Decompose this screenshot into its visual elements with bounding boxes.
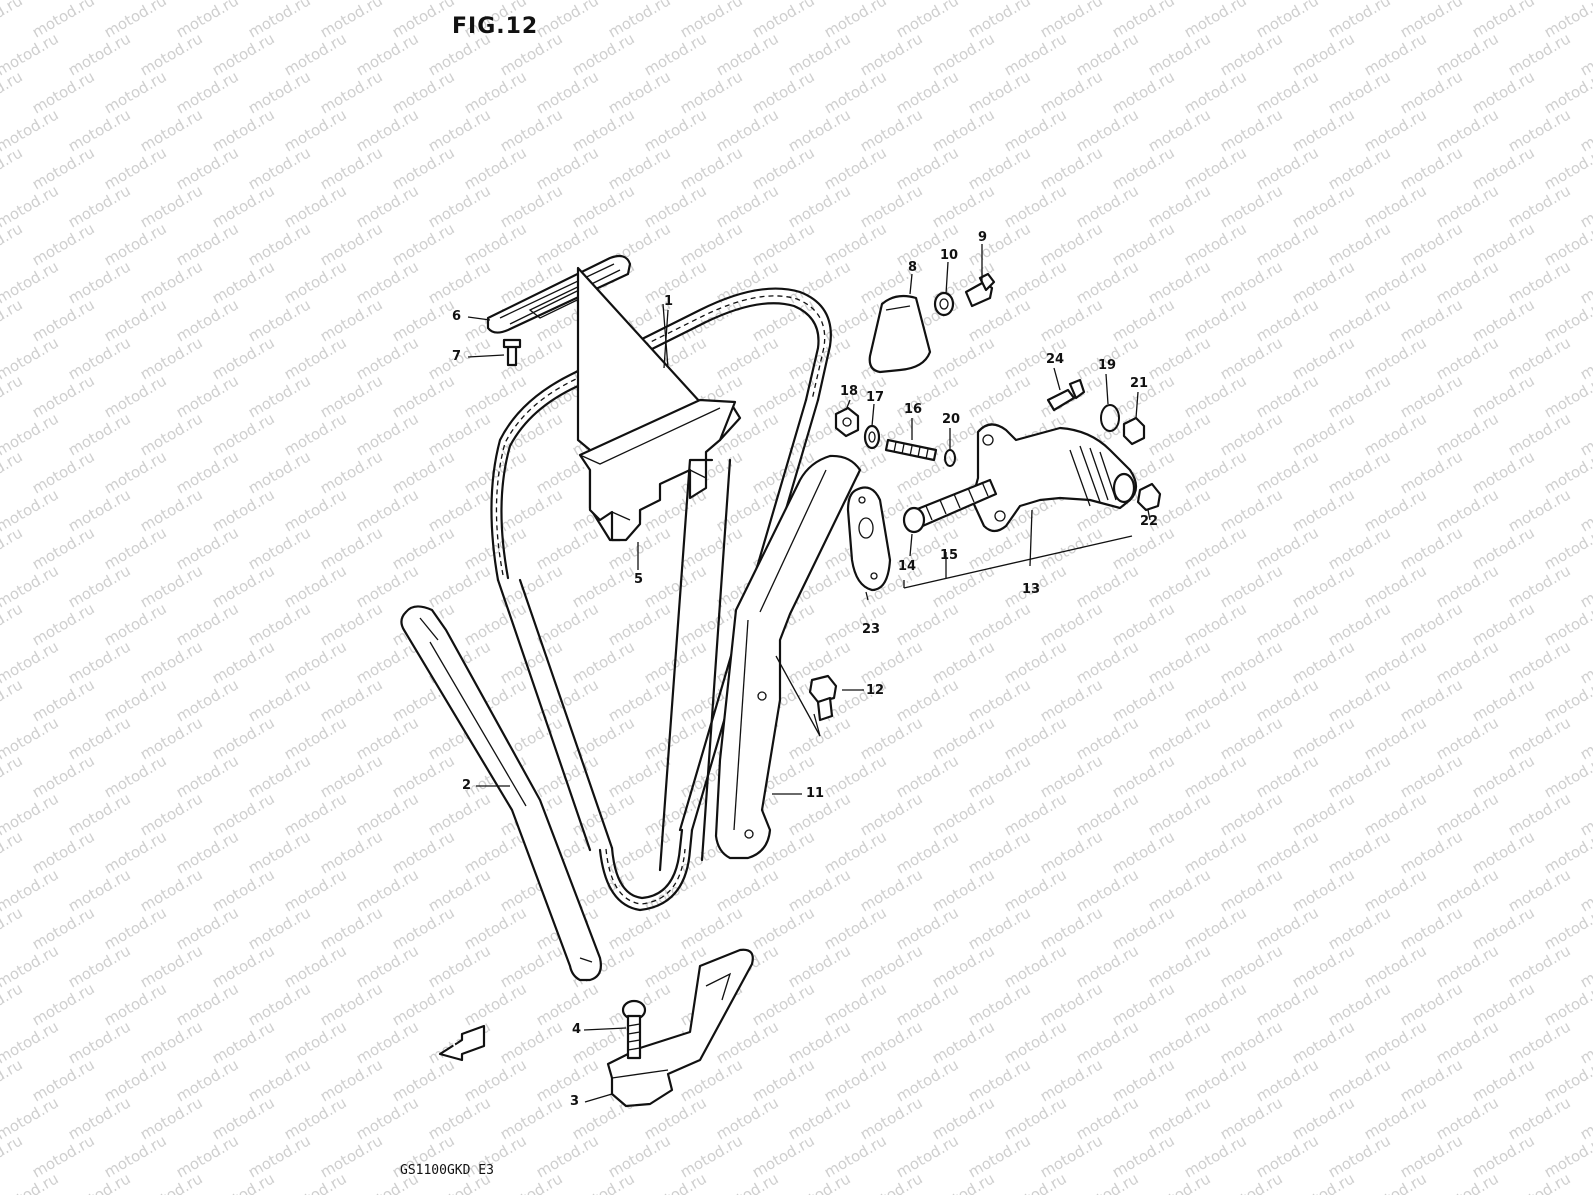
callout-2: 2	[462, 778, 472, 793]
part-20-o-ring	[944, 449, 956, 467]
callout-8: 8	[908, 260, 918, 275]
part-4-bolt	[621, 999, 647, 1060]
callout-1: 1	[664, 294, 674, 309]
part-12-bolt	[808, 674, 838, 722]
callout-24: 24	[1046, 352, 1065, 367]
model-code: GS1100GKD E3	[400, 1163, 494, 1178]
callout-3: 3	[570, 1094, 580, 1109]
callout-12: 12	[866, 683, 885, 698]
callout-21: 21	[1130, 376, 1149, 391]
part-22-end-nut	[1136, 482, 1162, 512]
callout-14: 14	[898, 559, 917, 574]
callout-4: 4	[572, 1022, 582, 1037]
part-8-cap	[868, 294, 932, 374]
callout-22: 22	[1140, 514, 1159, 529]
part-2-front-guide	[400, 605, 602, 982]
part-17-washer	[863, 424, 881, 450]
callout-23: 23	[862, 622, 881, 637]
part-19-o-ring	[1100, 404, 1120, 432]
part-21-nut	[1122, 416, 1146, 446]
callout-20: 20	[942, 412, 961, 427]
callout-6: 6	[452, 309, 462, 324]
part-23-gasket	[846, 486, 892, 592]
part-9-bolt	[964, 272, 996, 308]
figure-title: FIG.12	[452, 14, 539, 39]
part-3-lower-guide	[606, 948, 754, 1108]
leader-lines	[467, 244, 1151, 1103]
part-7-bolt	[502, 338, 522, 367]
part-14-rod-tip	[902, 506, 926, 534]
callout-11: 11	[806, 786, 825, 801]
callout-5: 5	[634, 572, 644, 587]
callout-19: 19	[1098, 358, 1117, 373]
callout-7: 7	[452, 349, 462, 364]
part-11-tensioner-guide	[658, 454, 862, 872]
front-arrow	[438, 1024, 486, 1062]
part-6-upper-guide	[486, 254, 632, 334]
part-18-nut	[834, 406, 860, 438]
callout-15: 15	[940, 548, 959, 563]
callout-10: 10	[940, 248, 959, 263]
part-16-rod	[884, 438, 938, 462]
callout-9: 9	[978, 230, 988, 245]
callout-16: 16	[904, 402, 923, 417]
part-13-tensioner-body	[970, 423, 1138, 533]
callout-18: 18	[840, 384, 859, 399]
part-24-bolt	[1046, 378, 1086, 412]
part-10-washer	[933, 291, 955, 317]
callout-13: 13	[1022, 582, 1041, 597]
callout-17: 17	[866, 390, 885, 405]
part-5-guide-block	[576, 266, 742, 542]
